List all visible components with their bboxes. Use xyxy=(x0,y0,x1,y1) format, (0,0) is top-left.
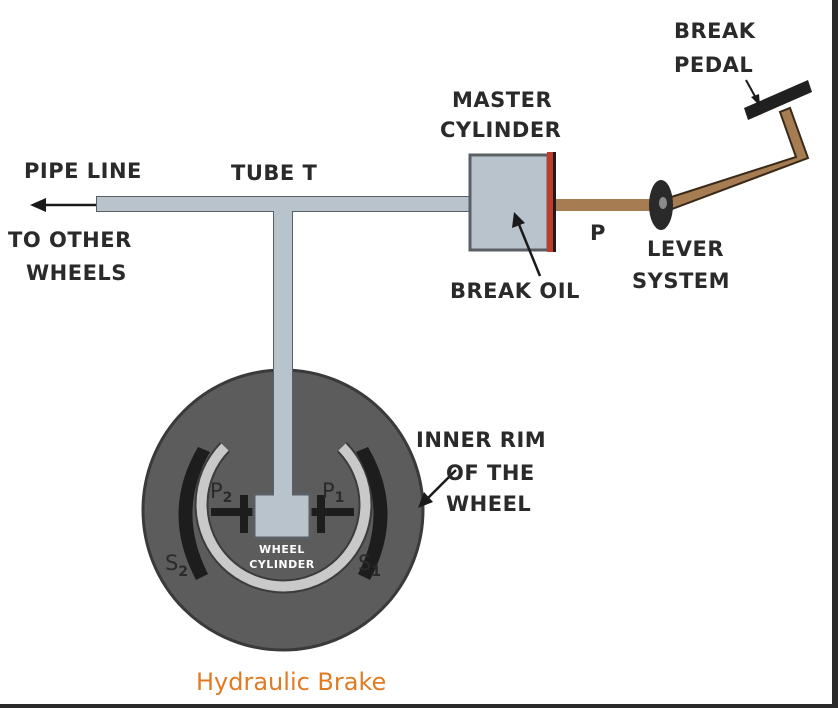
label-p: P xyxy=(590,221,606,245)
pedal-pad xyxy=(744,80,812,120)
wheel-cylinder xyxy=(252,492,312,540)
piston-p2 xyxy=(240,495,248,533)
break-oil-pointer xyxy=(516,221,542,277)
label-inner-rim-line1: INNER RIM xyxy=(416,428,546,452)
inner-rim-pointer-head-icon xyxy=(418,492,433,508)
pedal-arm xyxy=(660,106,810,214)
caption-hydraulic-brake: Hydraulic Brake xyxy=(196,668,386,696)
arrow-head-icon xyxy=(30,198,46,212)
label-p1-sub: 1 xyxy=(335,490,345,506)
brake-shoe-s1 xyxy=(356,447,388,580)
label-break-pedal-line2: PEDAL xyxy=(674,53,753,77)
label-p2-letter: P xyxy=(210,479,223,503)
label-to-other-wheels-line1: TO OTHER xyxy=(8,228,132,252)
label-s2: S2 xyxy=(165,551,188,580)
piston-rod-p1 xyxy=(308,508,354,516)
label-p1-letter: P xyxy=(322,479,335,503)
label-wheel-cylinder-line2: CYLINDER xyxy=(249,558,314,571)
lever-pivot-highlight xyxy=(659,197,667,209)
tube-t-fill xyxy=(274,204,292,500)
label-master-cylinder-line1: MASTER xyxy=(452,88,552,112)
piston-rod-p2 xyxy=(211,508,257,516)
label-inner-rim-line2: OF THE xyxy=(446,461,535,485)
label-tube-t: TUBE T xyxy=(231,161,318,185)
label-s2-sub: 2 xyxy=(178,564,188,580)
label-s1-sub: 1 xyxy=(371,564,381,580)
label-wheel-cylinder-line1: WHEEL xyxy=(259,543,305,556)
master-piston xyxy=(547,152,553,252)
label-to-other-wheels-line2: WHEELS xyxy=(26,261,127,285)
label-lever-system-line2: SYSTEM xyxy=(632,269,730,293)
push-rod xyxy=(556,199,658,211)
label-s1: S1 xyxy=(358,551,381,580)
brake-shoe-s2 xyxy=(178,447,210,580)
label-s2-letter: S xyxy=(165,551,178,575)
piston-p1 xyxy=(317,495,325,533)
label-lever-system-line1: LEVER xyxy=(647,237,724,261)
break-oil-pointer-head-icon xyxy=(512,212,525,228)
label-p2-sub: 2 xyxy=(223,490,233,506)
master-piston-edge xyxy=(553,152,556,252)
label-s1-letter: S xyxy=(358,551,371,575)
label-p1: P1 xyxy=(322,479,344,506)
label-break-pedal-line1: BREAK xyxy=(674,19,756,43)
label-inner-rim-line3: WHEEL xyxy=(446,492,531,516)
label-pipe-line: PIPE LINE xyxy=(24,159,142,183)
label-p2: P2 xyxy=(210,479,232,506)
label-break-oil: BREAK OIL xyxy=(450,279,580,303)
inner-rim-pointer xyxy=(425,469,457,501)
label-master-cylinder-line2: CYLINDER xyxy=(440,118,561,142)
pedal-pointer-head-icon xyxy=(751,94,760,106)
inner-rim xyxy=(196,443,371,592)
master-cylinder xyxy=(468,153,550,252)
